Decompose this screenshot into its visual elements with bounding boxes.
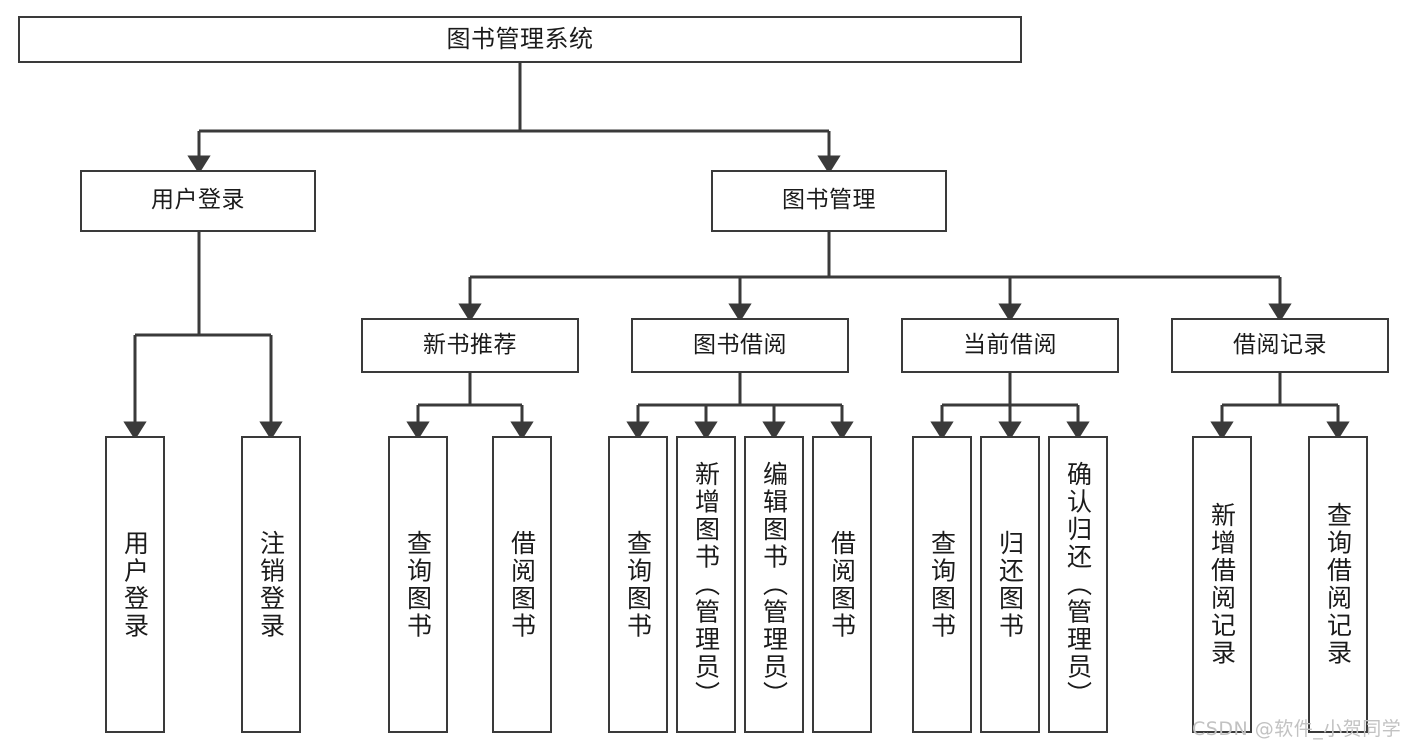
leaf-user-login[interactable]: 用户登录 [105, 436, 165, 733]
leaf-current-return-book[interactable]: 归还图书 [980, 436, 1040, 733]
leaf-current-query-book[interactable]: 查询图书 [912, 436, 972, 733]
leaf-borrow-edit-book-label: 编辑图书（管理员） [759, 460, 789, 709]
leaf-borrow-query-book[interactable]: 查询图书 [608, 436, 668, 733]
leaf-record-add-record[interactable]: 新增借阅记录 [1192, 436, 1252, 733]
node-current-borrow-label: 当前借阅 [963, 331, 1057, 358]
leaf-current-confirm-return-label: 确认归还（管理员） [1063, 460, 1093, 709]
node-borrow-record-label: 借阅记录 [1233, 331, 1327, 358]
leaf-borrow-query-book-label: 查询图书 [623, 529, 653, 640]
node-book-management-label: 图书管理 [782, 187, 876, 214]
node-new-book-recommend[interactable]: 新书推荐 [361, 318, 579, 373]
leaf-record-query-record-label: 查询借阅记录 [1323, 502, 1353, 667]
leaf-borrow-borrow-book-label: 借阅图书 [827, 529, 857, 640]
leaf-record-add-record-label: 新增借阅记录 [1207, 502, 1237, 667]
leaf-borrow-add-book-label: 新增图书（管理员） [691, 460, 721, 709]
leaf-recommend-query-book-label: 查询图书 [403, 529, 433, 640]
csdn-watermark: CSDN @软件_小贺同学 [1192, 718, 1402, 740]
leaf-current-confirm-return[interactable]: 确认归还（管理员） [1048, 436, 1108, 733]
leaf-recommend-query-book[interactable]: 查询图书 [388, 436, 448, 733]
leaf-recommend-borrow-book[interactable]: 借阅图书 [492, 436, 552, 733]
node-new-book-recommend-label: 新书推荐 [423, 331, 517, 358]
node-user-login[interactable]: 用户登录 [80, 170, 316, 232]
leaf-user-login-label: 用户登录 [120, 529, 150, 640]
leaf-current-query-book-label: 查询图书 [927, 529, 957, 640]
node-user-login-label: 用户登录 [151, 187, 245, 214]
leaf-current-return-book-label: 归还图书 [995, 529, 1025, 640]
node-current-borrow[interactable]: 当前借阅 [901, 318, 1119, 373]
node-book-management[interactable]: 图书管理 [711, 170, 947, 232]
leaf-borrow-edit-book[interactable]: 编辑图书（管理员） [744, 436, 804, 733]
node-root-system-label: 图书管理系统 [446, 25, 594, 54]
leaf-borrow-add-book[interactable]: 新增图书（管理员） [676, 436, 736, 733]
leaf-logout-login[interactable]: 注销登录 [241, 436, 301, 733]
node-root-system[interactable]: 图书管理系统 [18, 16, 1022, 63]
leaf-record-query-record[interactable]: 查询借阅记录 [1308, 436, 1368, 733]
leaf-borrow-borrow-book[interactable]: 借阅图书 [812, 436, 872, 733]
node-book-borrow-label: 图书借阅 [693, 331, 787, 358]
leaf-recommend-borrow-book-label: 借阅图书 [507, 529, 537, 640]
node-borrow-record[interactable]: 借阅记录 [1171, 318, 1389, 373]
node-book-borrow[interactable]: 图书借阅 [631, 318, 849, 373]
leaf-logout-login-label: 注销登录 [256, 529, 286, 640]
